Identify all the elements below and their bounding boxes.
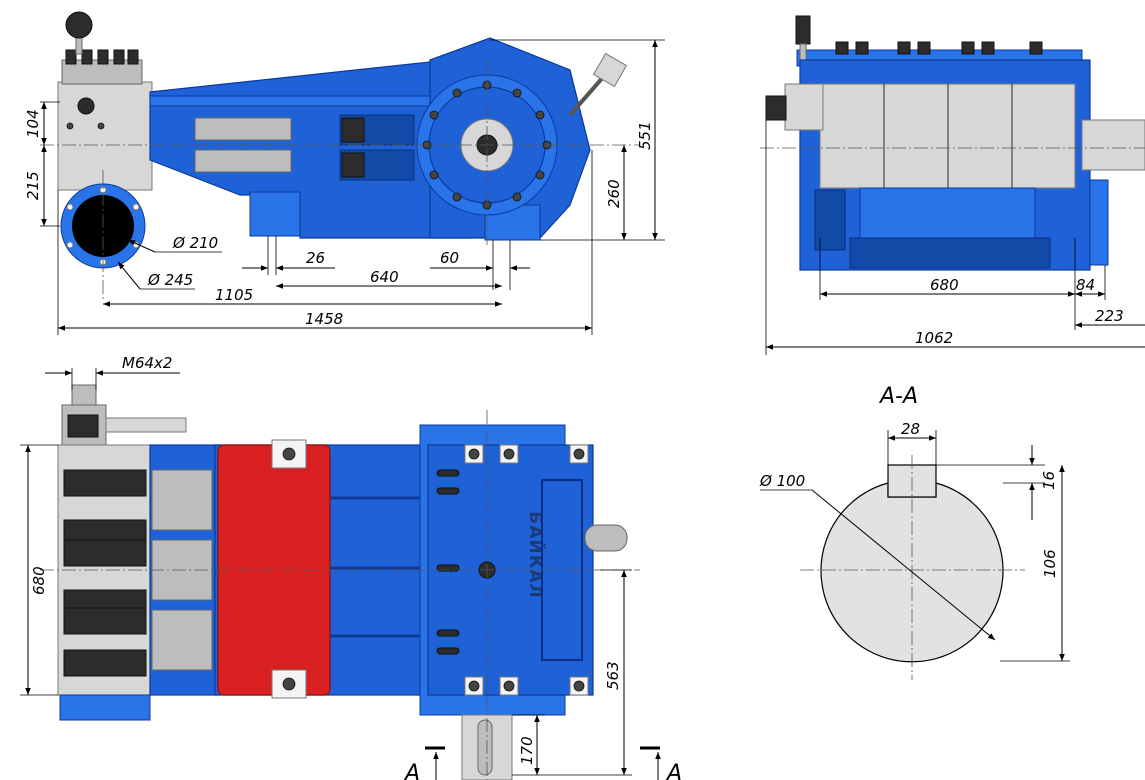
dim-551: 551	[636, 121, 654, 150]
top-view: БАЙКАЛ M64x2 680 563 170 A A	[20, 354, 682, 780]
pressure-gauge	[65, 11, 93, 39]
cover-bolts	[422, 80, 552, 210]
dim-16: 16	[1040, 471, 1058, 490]
section-mark-right: A	[665, 761, 682, 780]
dim-diameter-100: Ø 100	[759, 472, 805, 490]
side-view: 680 84 223 1062	[760, 15, 1145, 355]
support-foot-left	[249, 191, 301, 237]
dim-60: 60	[440, 249, 459, 267]
side-fluid-block	[819, 83, 1076, 189]
side-gauge	[795, 15, 811, 45]
dim-106: 106	[1041, 549, 1059, 578]
dim-diameter-210: Ø 210	[172, 234, 218, 252]
top-suction-flange	[59, 694, 151, 721]
dim-260: 260	[605, 179, 623, 208]
dim-1458: 1458	[305, 310, 343, 328]
section-view: A-A 28 16 106 Ø 100	[759, 384, 1070, 680]
brand-label: БАЙКАЛ	[525, 511, 547, 599]
dim-28: 28	[901, 420, 920, 438]
top-dim-680: 680	[30, 566, 48, 595]
side-dim-680: 680	[930, 276, 959, 294]
valve-cap-grid	[63, 469, 147, 677]
side-outlet	[784, 83, 824, 131]
side-dim-1062: 1062	[915, 329, 953, 347]
dim-215: 215	[24, 171, 42, 200]
top-bolts	[464, 444, 589, 696]
dim-640: 640	[370, 268, 399, 286]
dim-thread: M64x2	[122, 354, 172, 372]
side-shaft	[1081, 119, 1145, 171]
dim-1105: 1105	[215, 286, 253, 304]
plunger-window-upper	[194, 117, 292, 141]
fluid-end-block	[57, 81, 153, 191]
top-indicator	[584, 524, 628, 552]
dim-diameter-245: Ø 245	[147, 271, 193, 289]
top-gauge-stem	[105, 417, 187, 433]
oil-level-indicator	[592, 52, 628, 88]
side-dim-84: 84	[1076, 276, 1095, 294]
section-mark-left: A	[403, 761, 420, 780]
front-view: 104 215 Ø 210 Ø 245 26 640 60 1105 1458	[24, 11, 665, 335]
top-dim-170: 170	[518, 736, 536, 765]
section-title: A-A	[878, 384, 918, 409]
side-dim-223: 223	[1095, 307, 1124, 325]
plunger-window-lower	[194, 149, 292, 173]
top-dim-563: 563	[604, 661, 622, 690]
dim-26: 26	[306, 249, 325, 267]
dim-104: 104	[24, 109, 42, 138]
manifold-port	[77, 97, 95, 115]
